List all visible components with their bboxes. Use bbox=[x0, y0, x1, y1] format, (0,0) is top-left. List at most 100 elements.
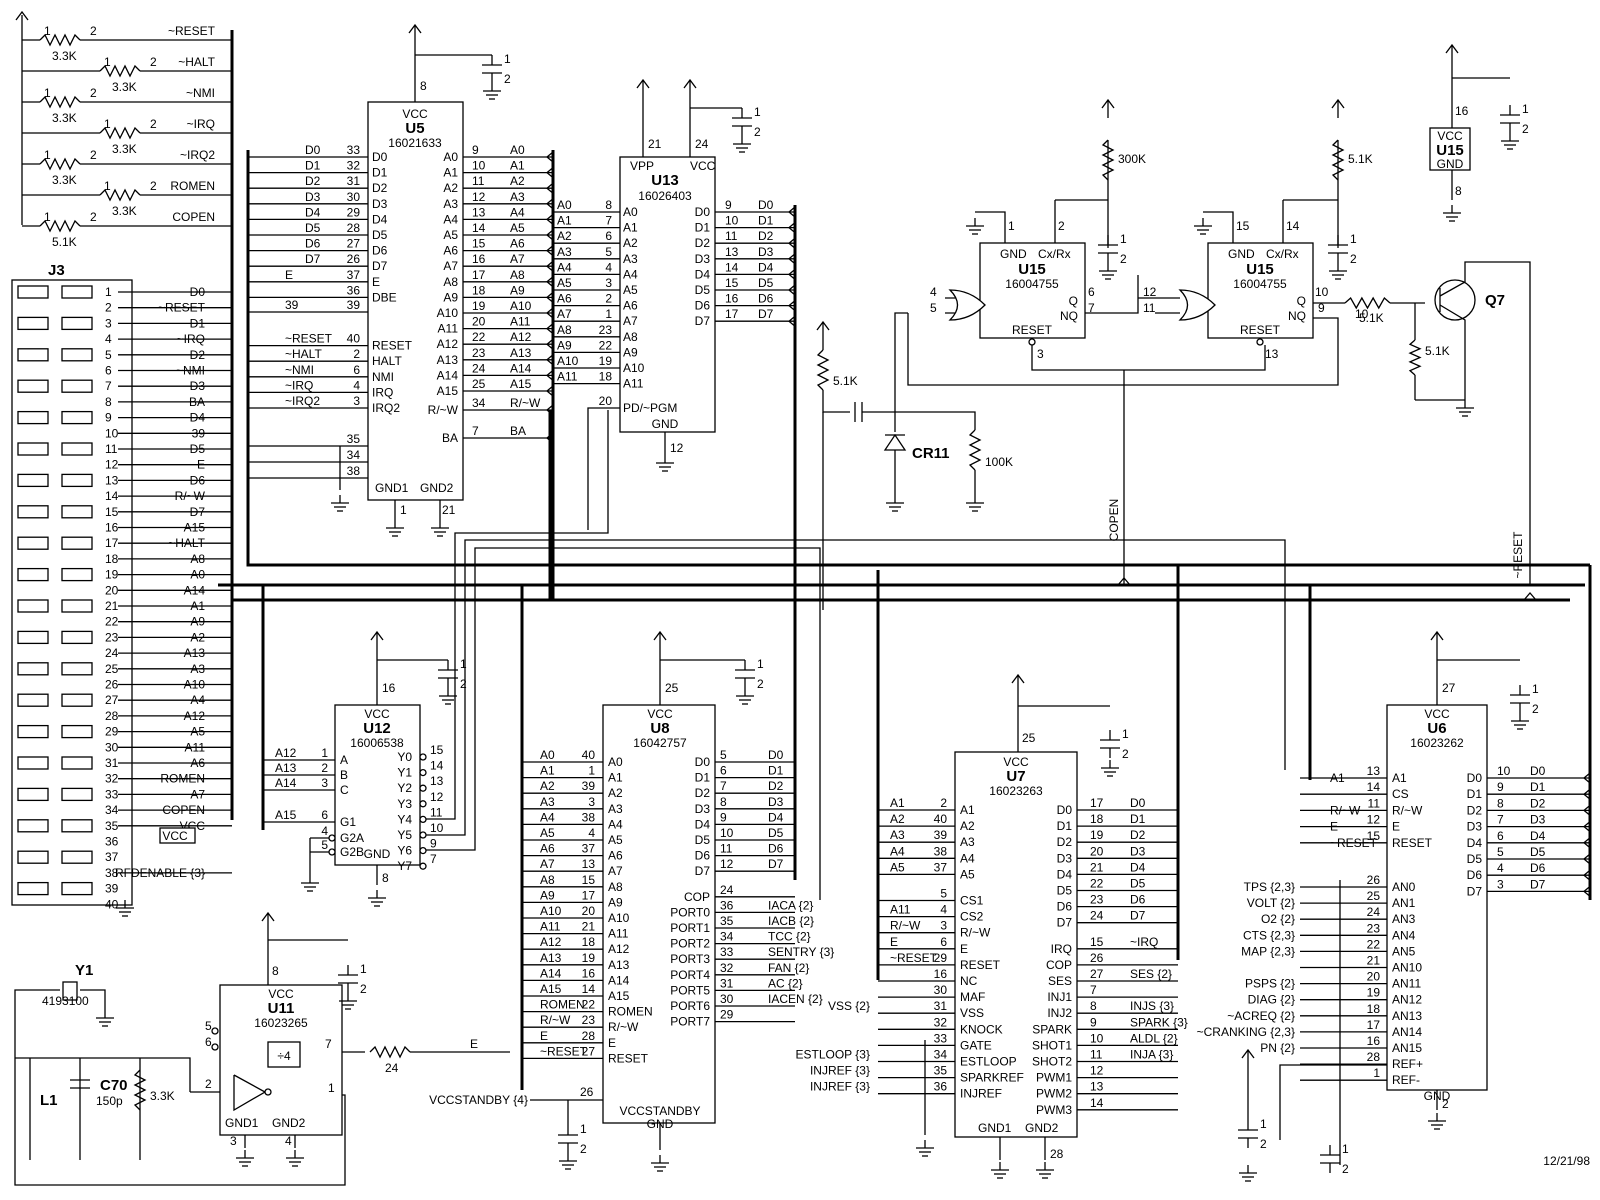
pin-number: 9 bbox=[1318, 301, 1325, 315]
net-label: D4 bbox=[190, 411, 206, 425]
pin-number: 34 bbox=[347, 448, 361, 462]
pin-label: 1 bbox=[44, 148, 51, 162]
resistor-value: 5.1K bbox=[1348, 152, 1373, 166]
diode-icon bbox=[883, 433, 907, 451]
resistor-icon bbox=[39, 157, 81, 171]
pin-number: 7 bbox=[1497, 813, 1504, 827]
pin-number: 4 bbox=[353, 378, 360, 392]
resistor-icon bbox=[369, 1045, 411, 1059]
pin-name: Y6 bbox=[397, 844, 412, 858]
pin-name: A5 bbox=[443, 228, 458, 242]
connector-pin bbox=[61, 756, 93, 770]
pin-name: A5 bbox=[960, 867, 975, 881]
pin-name: A1 bbox=[960, 803, 975, 817]
cap-pin: 2 bbox=[1120, 252, 1127, 266]
inductor-ref: L1 bbox=[40, 1092, 58, 1109]
pin-number: 38 bbox=[582, 810, 596, 824]
net-label: D0 bbox=[190, 285, 206, 299]
net-label: A12 bbox=[184, 709, 206, 723]
inversion-bubble bbox=[211, 1043, 219, 1051]
wire bbox=[14, 989, 60, 1058]
pin-name: A13 bbox=[437, 353, 459, 367]
part-number: 16026403 bbox=[638, 189, 692, 203]
wire bbox=[1203, 211, 1234, 243]
pin-number: 14 bbox=[1090, 1096, 1104, 1110]
vcc-label: VCC bbox=[1437, 129, 1463, 143]
pin-number: 28 bbox=[1367, 1050, 1381, 1064]
chip-ref: U15 bbox=[1018, 261, 1046, 278]
pin-name: A1 bbox=[623, 221, 638, 235]
pin-number: 7 bbox=[1088, 301, 1095, 315]
net-label: R/~W bbox=[890, 919, 921, 933]
net-label: E bbox=[285, 268, 293, 282]
pin-name: A0 bbox=[443, 150, 458, 164]
chip-ref: U12 bbox=[363, 720, 391, 737]
pin-number: 16 bbox=[1367, 1034, 1381, 1048]
pin-number: 10 bbox=[472, 159, 486, 173]
pin-name: A3 bbox=[608, 802, 623, 816]
pin-name: A6 bbox=[608, 849, 623, 863]
net-label: A14 bbox=[510, 361, 532, 375]
net-label: D2 bbox=[1530, 796, 1546, 810]
pin-name: SHOT2 bbox=[1032, 1055, 1072, 1069]
resistor-value: 3.3K bbox=[112, 80, 137, 94]
pin-number: 19 bbox=[1367, 986, 1381, 1000]
part-number: 16004755 bbox=[1005, 277, 1059, 291]
u15-body bbox=[979, 242, 1086, 339]
net-label: ~HALT bbox=[168, 536, 205, 550]
bus-entry bbox=[545, 432, 554, 444]
transistor-ref: Q7 bbox=[1485, 292, 1505, 309]
u12-body bbox=[334, 704, 421, 866]
pin-name: A7 bbox=[443, 259, 458, 273]
pin-name: A7 bbox=[608, 864, 623, 878]
net-label: E bbox=[197, 458, 205, 472]
net-label: A11 bbox=[890, 903, 911, 917]
power-arrow-icon bbox=[683, 78, 697, 89]
pin-number: 27 bbox=[347, 237, 361, 251]
net-label: ROMEN bbox=[160, 772, 205, 786]
cap-pin: 2 bbox=[1260, 1137, 1267, 1151]
vcc-label: VCC bbox=[268, 987, 294, 1001]
net-label: A7 bbox=[557, 307, 572, 321]
pin-name: D2 bbox=[1057, 835, 1073, 849]
net-label: A3 bbox=[890, 828, 905, 842]
pin-number: 9 bbox=[430, 837, 437, 851]
net-label: D2 bbox=[758, 229, 774, 243]
net-label: A7 bbox=[190, 787, 205, 801]
pin-label: 2 bbox=[150, 179, 157, 193]
pin-number: 3 bbox=[105, 316, 112, 330]
chip-ref: U5 bbox=[405, 120, 424, 137]
net-label: D2 bbox=[305, 174, 321, 188]
pin-name: D1 bbox=[372, 166, 388, 180]
pin-name: PORT1 bbox=[670, 921, 710, 935]
inversion-bubble bbox=[419, 768, 427, 777]
pin-number: 35 bbox=[934, 1064, 948, 1078]
net-label: COPEN bbox=[1107, 499, 1121, 542]
pin-number: 20 bbox=[1090, 844, 1104, 858]
pin-name: A0 bbox=[623, 205, 638, 219]
pin-number: 10 bbox=[1315, 285, 1329, 299]
connector-pin bbox=[17, 473, 49, 488]
net-label: A3 bbox=[510, 190, 525, 204]
connector-pin bbox=[17, 850, 49, 864]
wire bbox=[822, 390, 850, 413]
net-label: A9 bbox=[510, 283, 525, 297]
net-label: D0 bbox=[1530, 764, 1546, 778]
connector-pin bbox=[61, 348, 93, 362]
resistor-icon bbox=[39, 95, 81, 109]
pin-number: 34 bbox=[720, 930, 734, 944]
pin-number: 14 bbox=[430, 759, 444, 773]
pin-name: E bbox=[608, 1036, 616, 1050]
connector-pin bbox=[17, 630, 49, 645]
net-label: A2 bbox=[510, 174, 525, 188]
connector-pin bbox=[17, 662, 49, 676]
net-label: D5 bbox=[305, 221, 321, 235]
pin-name: A9 bbox=[608, 895, 623, 909]
bus-entry bbox=[545, 167, 554, 179]
pin-number: 20 bbox=[582, 904, 596, 918]
vcc-box bbox=[159, 827, 196, 844]
pin-name: PWM3 bbox=[1036, 1103, 1072, 1117]
net-label: D5 bbox=[190, 442, 206, 456]
pin-name: ESTLOOP bbox=[960, 1055, 1017, 1069]
pin-number: 22 bbox=[105, 615, 119, 629]
